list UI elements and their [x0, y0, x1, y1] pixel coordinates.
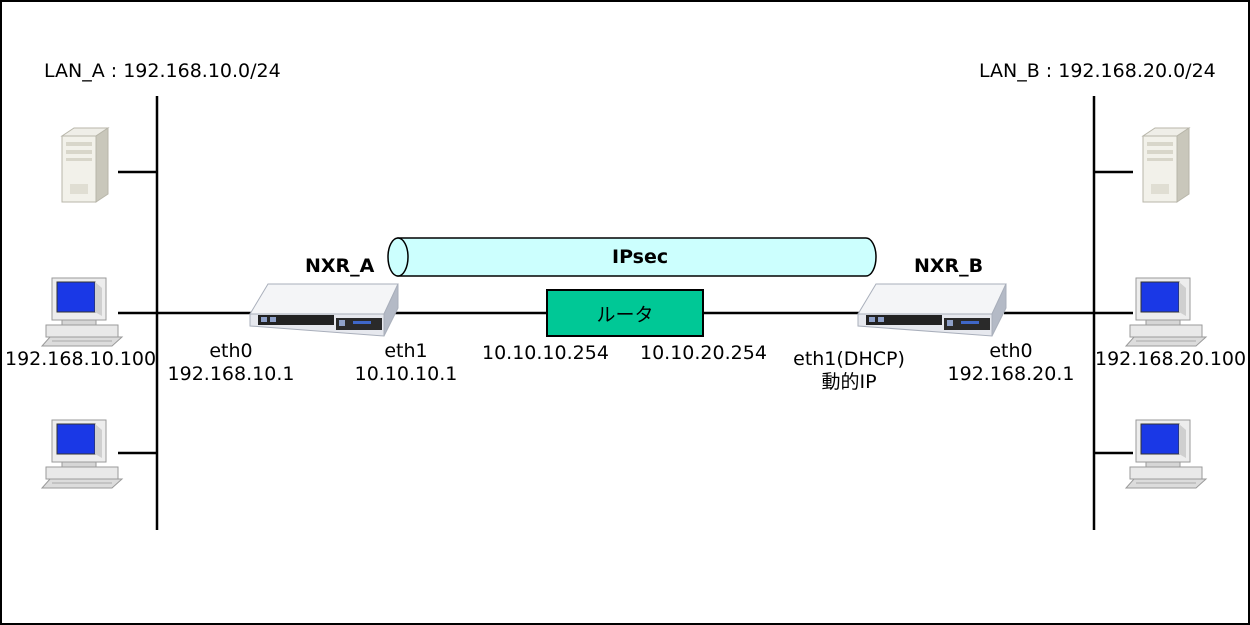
nxr-b-eth0-label: eth0 192.168.20.1: [946, 340, 1076, 386]
server-icon: [61, 127, 109, 203]
ipsec-label: IPsec: [612, 246, 669, 268]
pc-icon: [41, 277, 123, 347]
pc-icon: [41, 419, 123, 489]
lan-b-label: LAN_B : 192.168.20.0/24: [979, 60, 1216, 82]
nxr-b-name: NXR_B: [914, 255, 984, 277]
nxr-a-eth0-name: eth0: [209, 340, 253, 362]
lan-a-pc-ip: 192.168.10.100: [5, 348, 157, 370]
nxr-a-eth1-ip: 10.10.10.1: [354, 363, 458, 385]
router-left-ip: 10.10.10.254: [482, 342, 609, 364]
pc-icon: [1125, 419, 1207, 489]
nxr-a-eth0-ip: 192.168.10.1: [167, 363, 295, 385]
server-icon: [1142, 127, 1190, 203]
router-label: ルータ: [596, 303, 654, 326]
nxr-a-name: NXR_A: [305, 255, 375, 277]
nxr-b-eth0-ip: 192.168.20.1: [947, 363, 1075, 385]
router-box: ルータ: [546, 289, 704, 337]
lan-b-pc-ip: 192.168.20.100: [1095, 348, 1247, 370]
nxr-b-eth1-ip: 動的IP: [821, 371, 877, 393]
pc-icon: [1125, 277, 1207, 347]
router-right-ip: 10.10.20.254: [640, 342, 767, 364]
ipsec-tunnel: [387, 237, 877, 277]
nxr-a-eth1-label: eth1 10.10.10.1: [350, 340, 462, 386]
nxr-b-eth1-label: eth1(DHCP) 動的IP: [790, 348, 908, 394]
nxr-b-eth0-name: eth0: [989, 340, 1033, 362]
nxr-b-eth1-name: eth1(DHCP): [793, 348, 905, 370]
router-device-icon: [249, 283, 399, 337]
lan-a-label: LAN_A : 192.168.10.0/24: [44, 60, 281, 82]
nxr-a-eth0-label: eth0 192.168.10.1: [166, 340, 296, 386]
nxr-a-eth1-name: eth1: [384, 340, 428, 362]
router-device-icon: [857, 283, 1007, 337]
